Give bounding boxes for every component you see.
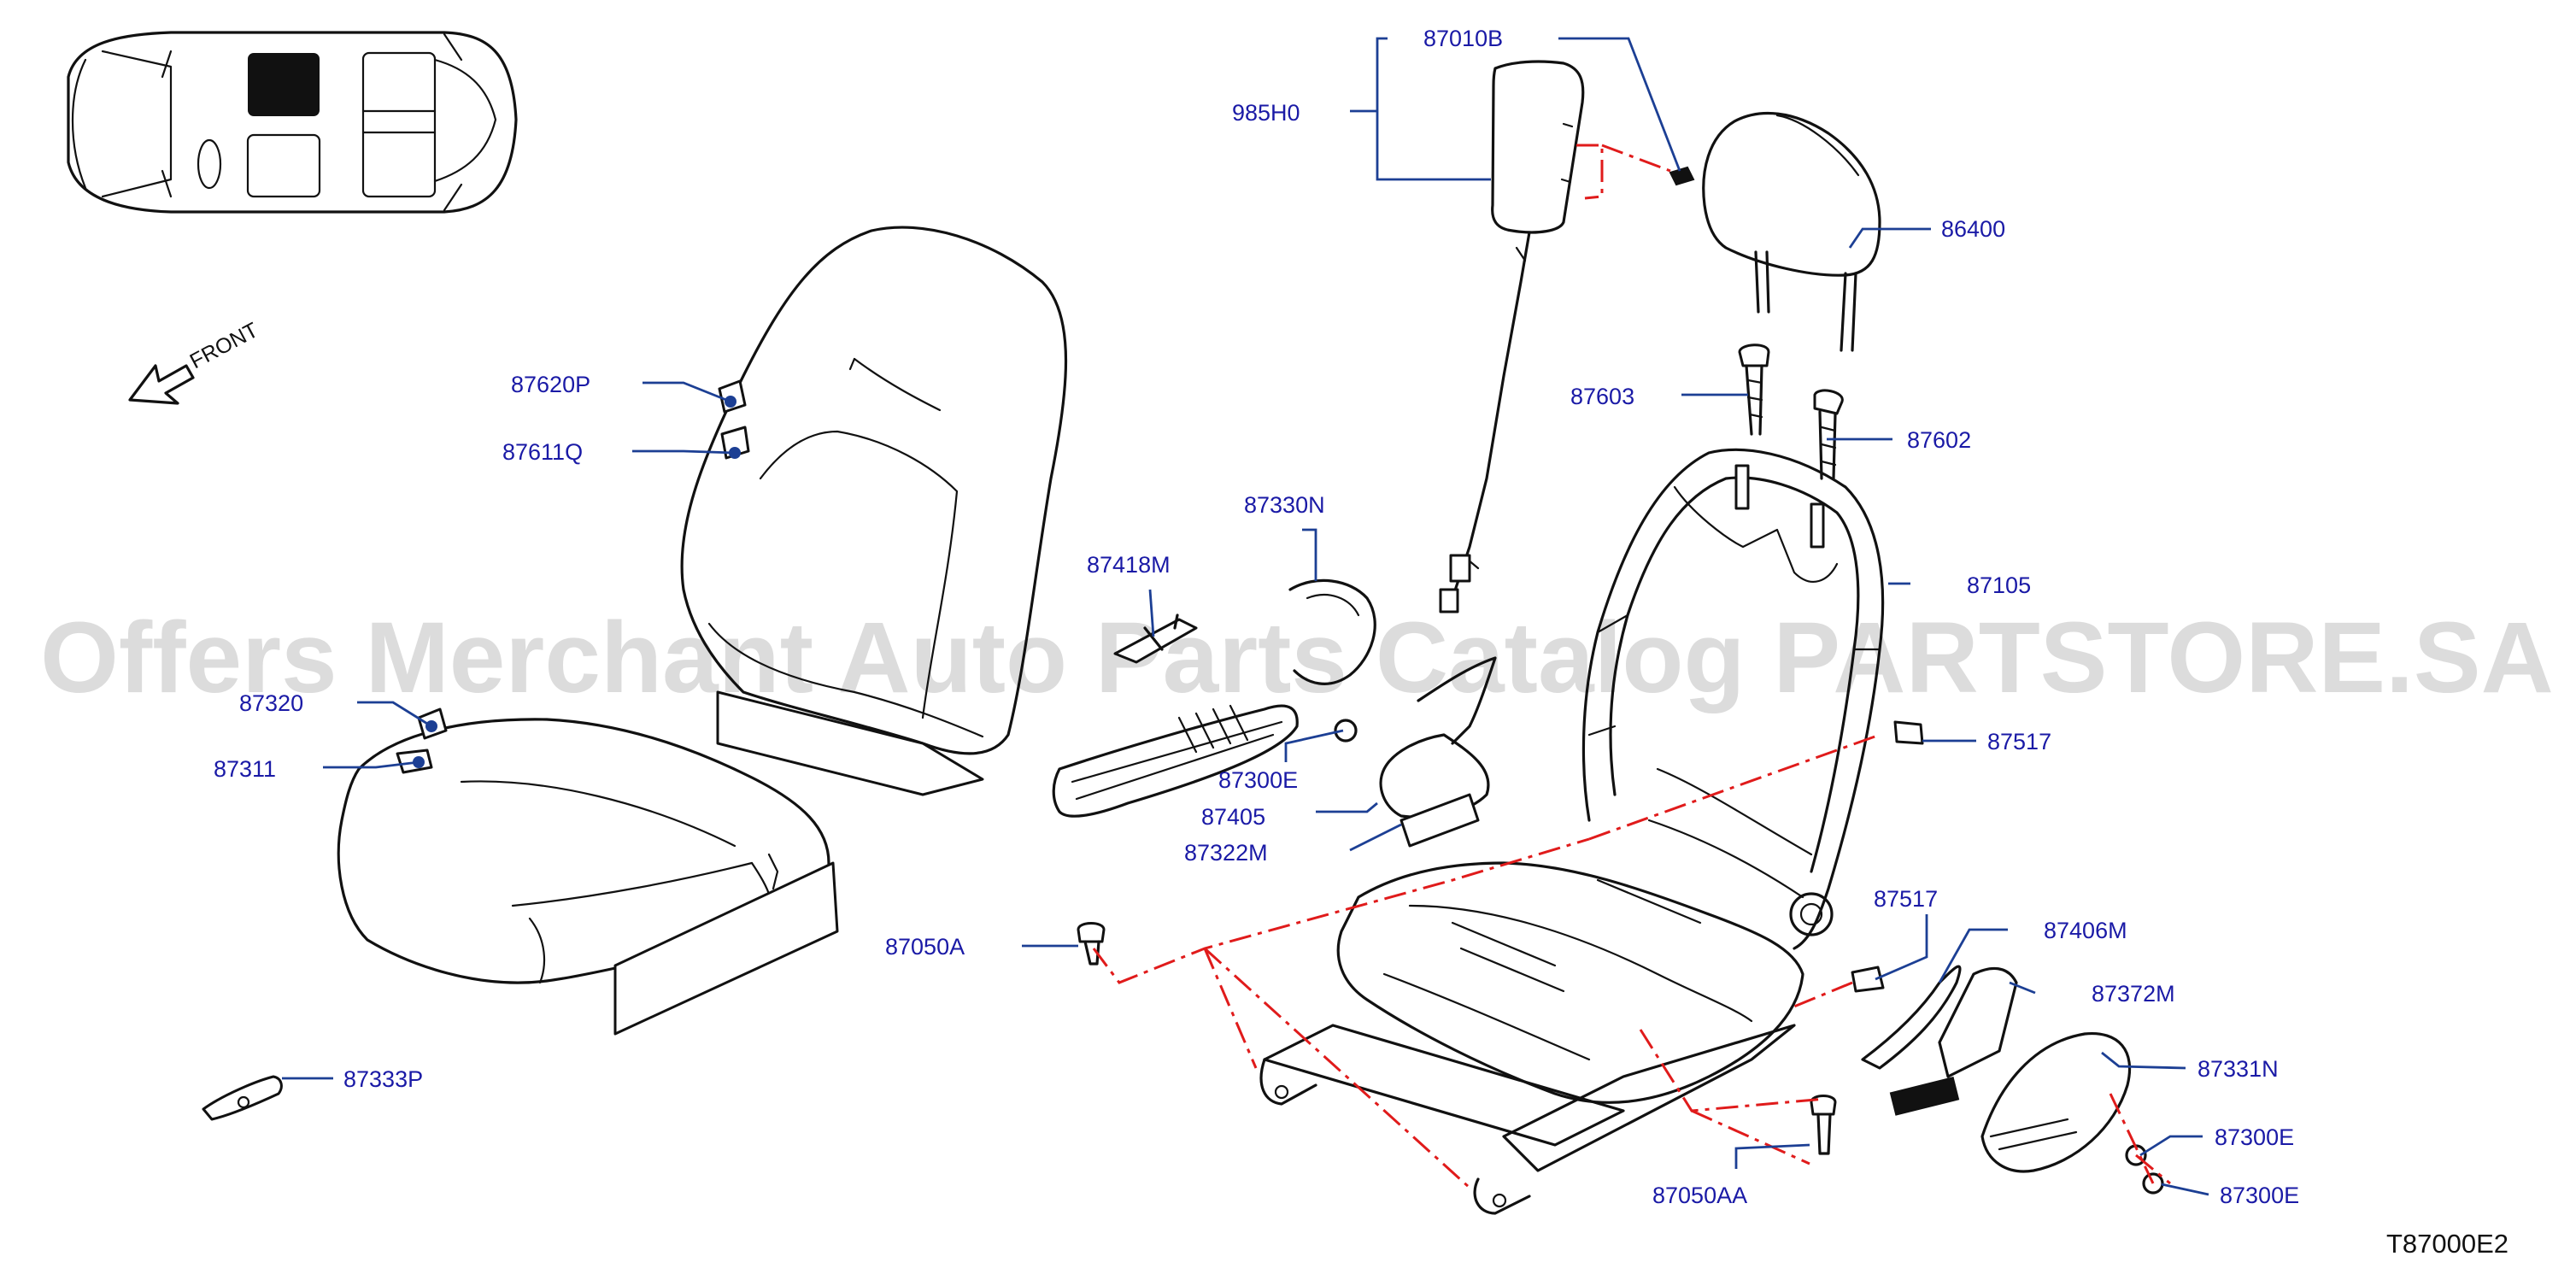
- part-label-985H0[interactable]: 985H0: [1232, 100, 1300, 126]
- side-airbag-drawing: [1439, 60, 1585, 613]
- car-location-icon: [67, 31, 518, 214]
- leader-lines: [282, 37, 2209, 1196]
- part-label-87300E-upper[interactable]: 87300E: [1218, 767, 1298, 793]
- part-label-87311[interactable]: 87311: [214, 756, 276, 782]
- part-label-87620P[interactable]: 87620P: [511, 372, 590, 397]
- headrest-guide-drawing: [1738, 343, 1844, 480]
- seat-frame-drawing: [1259, 861, 1804, 1215]
- part-label-87300E-lower[interactable]: 87300E: [2220, 1183, 2299, 1208]
- part-label-87418M[interactable]: 87418M: [1087, 552, 1171, 578]
- part-label-87320[interactable]: 87320: [239, 690, 303, 716]
- part-label-87300E-middle[interactable]: 87300E: [2215, 1124, 2294, 1150]
- front-label: FRONT: [186, 318, 262, 373]
- part-label-87603[interactable]: 87603: [1570, 384, 1634, 409]
- part-label-87331N[interactable]: 87331N: [2198, 1056, 2279, 1082]
- part-label-87406M[interactable]: 87406M: [2044, 918, 2127, 943]
- bracket-87418M-drawing: [1113, 613, 1198, 664]
- part-label-87602[interactable]: 87602: [1907, 427, 1971, 453]
- front-arrow-icon: [128, 364, 195, 405]
- part-label-87517-lower[interactable]: 87517: [1874, 886, 1938, 912]
- part-label-87372M[interactable]: 87372M: [2092, 981, 2175, 1007]
- part-label-86400[interactable]: 86400: [1941, 216, 2005, 242]
- part-label-87611Q[interactable]: 87611Q: [502, 439, 583, 465]
- part-label-87010B[interactable]: 87010B: [1423, 26, 1503, 51]
- seatback-cover-drawing: [680, 226, 1068, 796]
- part-label-87333P[interactable]: 87333P: [343, 1066, 423, 1092]
- part-labels: 87010B 985H0 86400 87603 87602 87620P 87…: [214, 26, 2299, 1208]
- drawing-code: T87000E2: [2386, 1229, 2509, 1259]
- part-label-87330N[interactable]: 87330N: [1244, 492, 1325, 518]
- part-label-87322M[interactable]: 87322M: [1184, 840, 1268, 866]
- side-shield-drawing: [1052, 578, 1376, 818]
- part-label-87517-upper[interactable]: 87517: [1987, 729, 2051, 754]
- reference-lines: [1092, 144, 2171, 1189]
- part-label-87050A[interactable]: 87050A: [885, 934, 965, 960]
- part-label-87405[interactable]: 87405: [1201, 804, 1265, 830]
- headrest-drawing: [1702, 111, 1881, 352]
- inner-cover-drawing: [1379, 656, 1497, 848]
- part-label-87105[interactable]: 87105: [1967, 572, 2031, 598]
- watermark-text: Offers Merchant Auto Parts Catalog PARTS…: [40, 602, 2554, 714]
- outer-cover-drawing: [1861, 965, 2132, 1173]
- seat-cushion-drawing: [337, 718, 839, 1036]
- seatback-frame-drawing: [1581, 448, 1885, 950]
- part-label-87050AA[interactable]: 87050AA: [1652, 1183, 1747, 1208]
